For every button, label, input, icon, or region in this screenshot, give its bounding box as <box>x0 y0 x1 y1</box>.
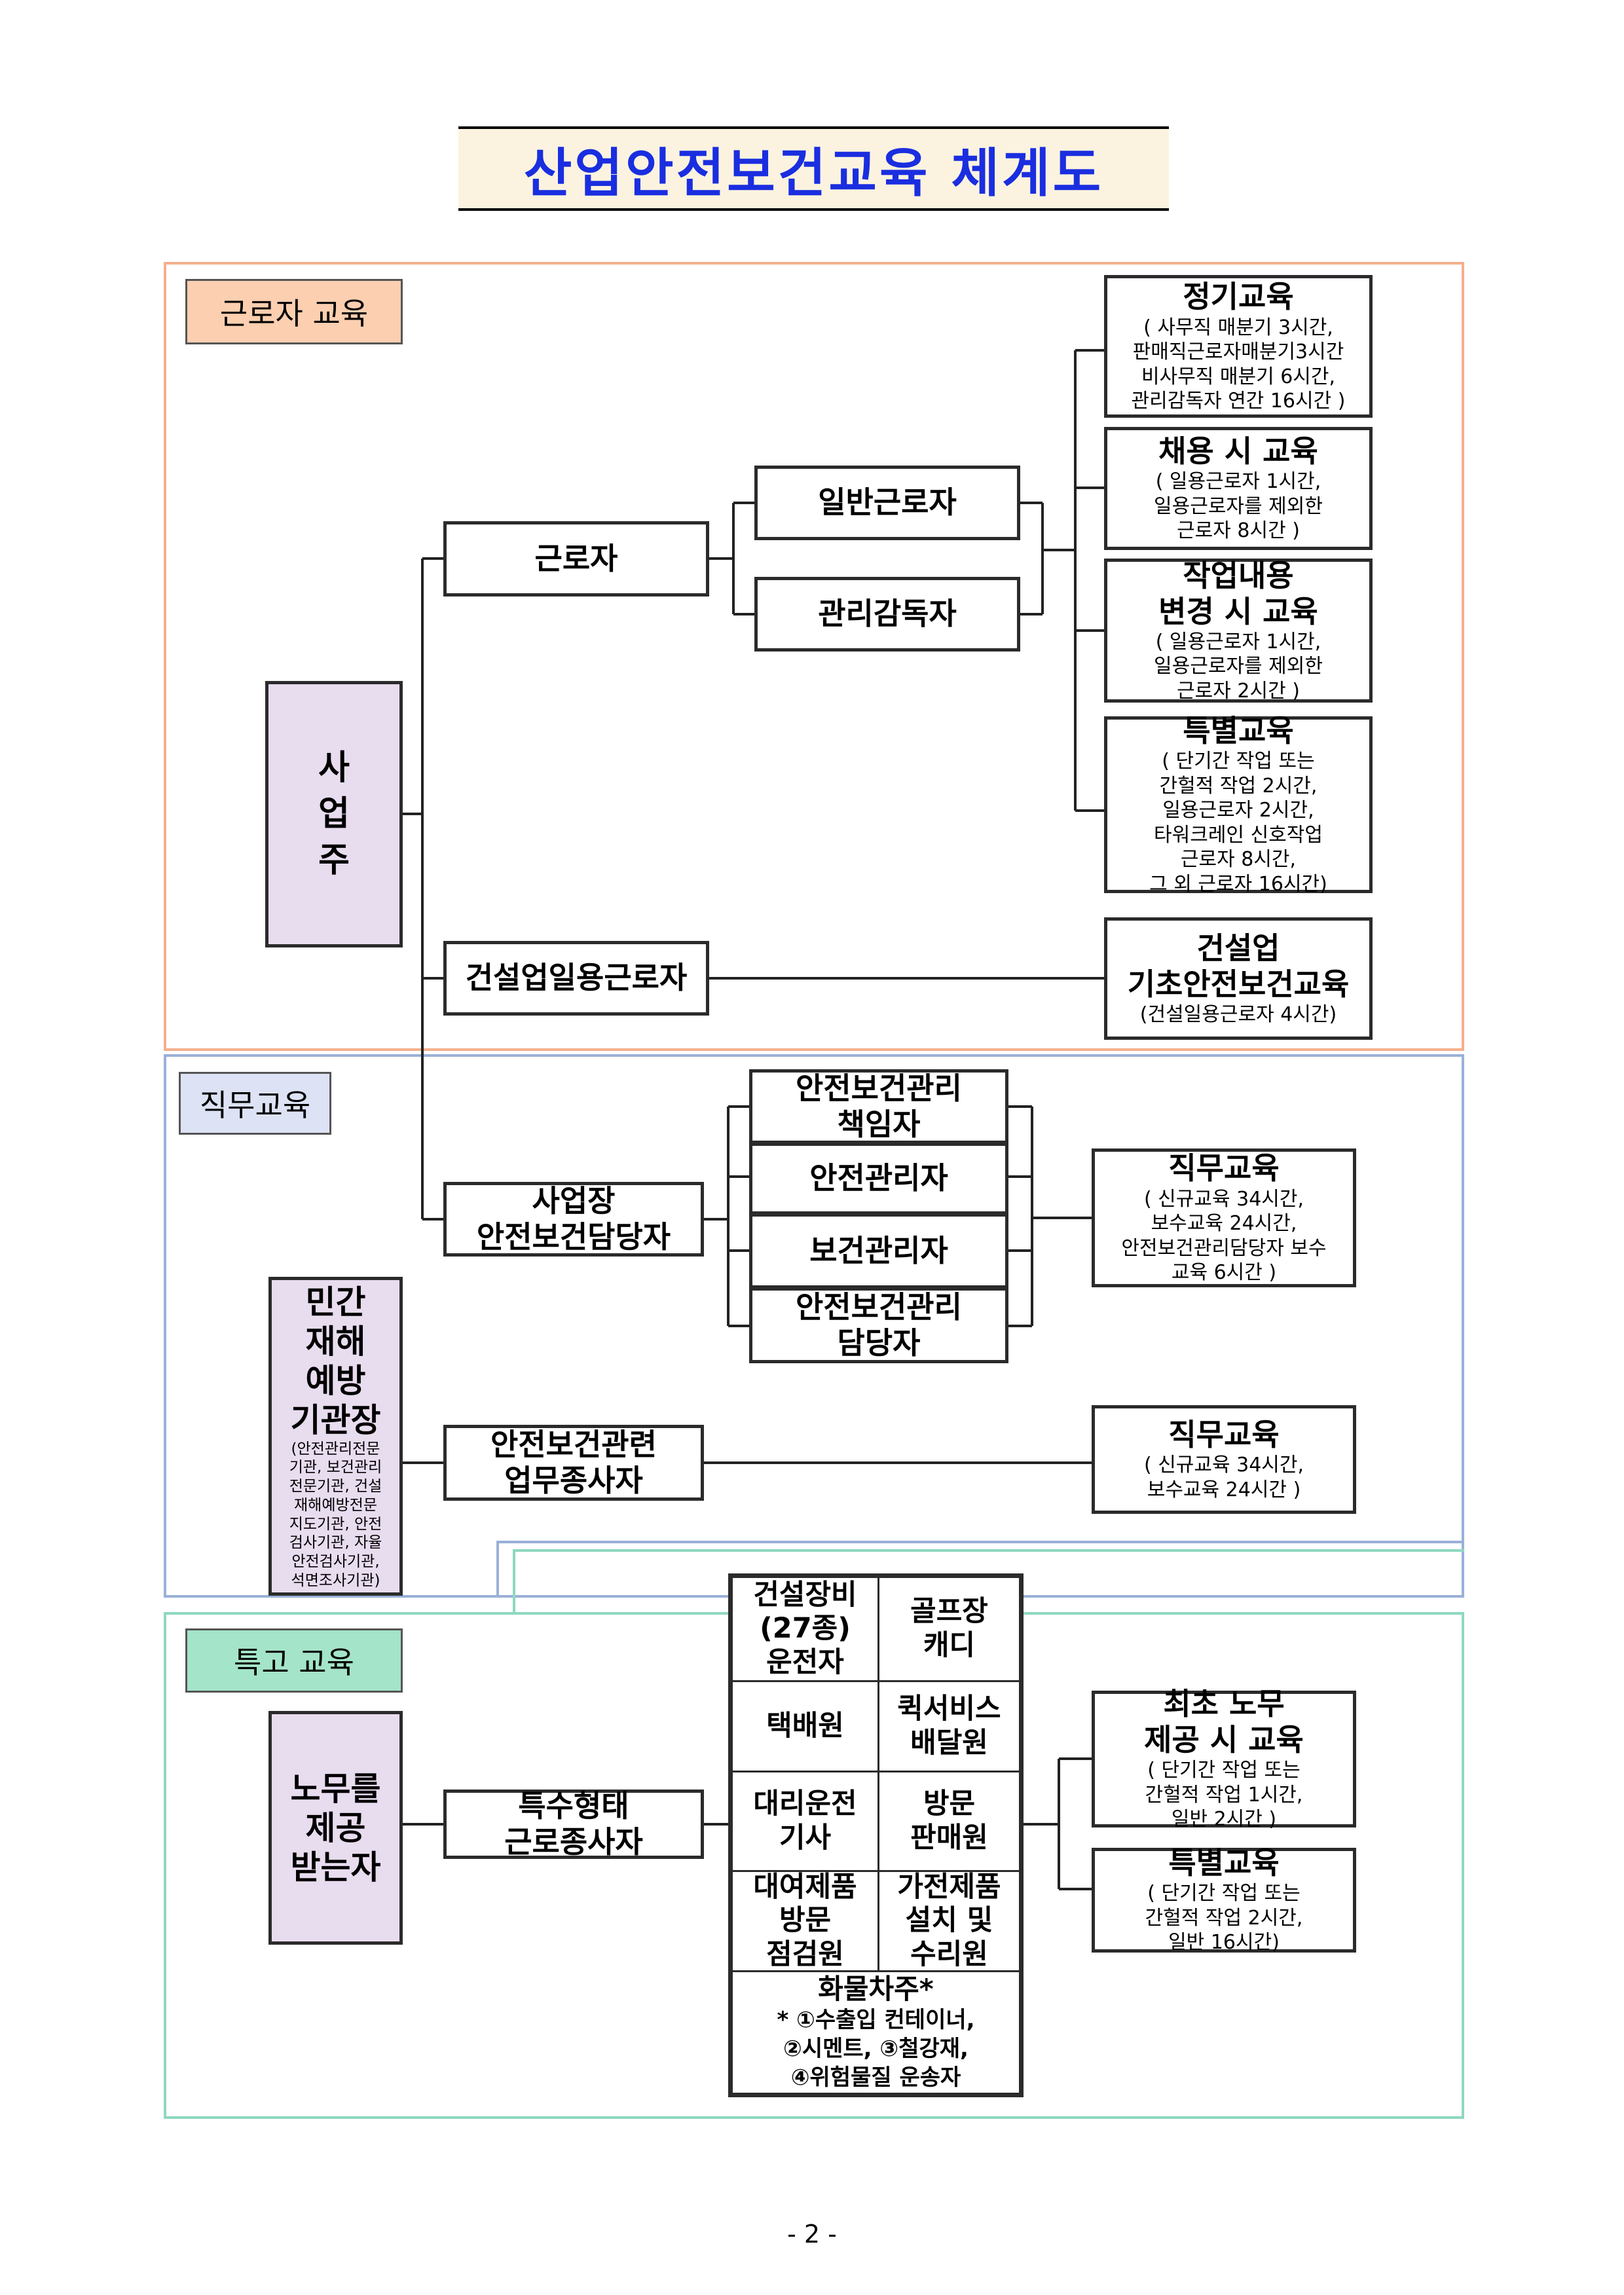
worker-box: 근로자 <box>443 521 709 597</box>
first-labor-education-detail: ( 단기간 작업 또는 간헐적 작업 1시간, 일반 2시간 ) <box>1145 1759 1303 1831</box>
special-education-tag: 특고 교육 <box>185 1628 403 1693</box>
page-number: - 2 - <box>787 2220 837 2249</box>
job-education-detail-2: ( 신규교육 34시간, 보수교육 24시간 ) <box>1143 1454 1304 1501</box>
general-worker-box: 일반근로자 <box>754 466 1020 540</box>
occupation-cell: 방문 판매원 <box>877 1771 1021 1872</box>
worker-label: 근로자 <box>534 540 618 576</box>
construction-education-detail: (건설일용근로자 4시간) <box>1139 1002 1337 1026</box>
freight-owner-cell: 화물차주* * ①수출입 컨테이너, ②시멘트, ③철강재, ④위험물질 운송자 <box>731 1970 1021 2095</box>
special-worker-education-title: 특별교육 <box>1168 1845 1280 1881</box>
regular-education-detail: ( 사무직 매분기 3시간, 판매직근로자매분기3시간 비사무직 매분기 6시간… <box>1131 316 1346 413</box>
occupation-cell: 가전제품 설치 및 수리원 <box>877 1870 1021 1972</box>
regular-education-box: 정기교육 ( 사무직 매분기 3시간, 판매직근로자매분기3시간 비사무직 매분… <box>1104 275 1373 418</box>
first-labor-education-box: 최초 노무 제공 시 교육 ( 단기간 작업 또는 간헐적 작업 1시간, 일반… <box>1092 1686 1356 1831</box>
occupation-grid: 건설장비 (27종) 운전자 골프장 캐디 택배원 퀵서비스 배달원 대리운전 … <box>728 1573 1024 2097</box>
construction-daily-worker-box: 건설업일용근로자 <box>443 941 709 1016</box>
occupation-cell: 퀵서비스 배달원 <box>877 1680 1021 1772</box>
private-agency-box: 민간 재해 예방 기관장 (안전관리전문 기관, 보건관리 전문기관, 건설 재… <box>268 1277 403 1596</box>
private-agency-label: 민간 재해 예방 기관장 <box>290 1283 381 1439</box>
supervisor-label: 관리감독자 <box>818 596 957 632</box>
role-box-4: 안전보건관리 담당자 <box>749 1287 1008 1363</box>
labor-receiver-label: 노무를 제공 받는자 <box>290 1769 381 1886</box>
job-education-tag: 직무교육 <box>179 1072 331 1135</box>
hiring-education-title: 채용 시 교육 <box>1158 433 1318 469</box>
job-education-title-1: 직무교육 <box>1168 1150 1280 1186</box>
private-agency-detail: (안전관리전문 기관, 보건관리 전문기관, 건설 재해예방전문 지도기관, 안… <box>289 1440 382 1589</box>
job-change-education-detail: ( 일용근로자 1시간, 일용근로자를 제외한 근로자 2시간 ) <box>1154 630 1323 703</box>
general-worker-label: 일반근로자 <box>818 485 957 521</box>
role-box-1: 안전보건관리 책임자 <box>749 1069 1008 1144</box>
construction-daily-worker-label: 건설업일용근로자 <box>465 960 688 996</box>
employer-label: 사 업 주 <box>318 748 350 880</box>
special-worker-education-box: 특별교육 ( 단기간 작업 또는 간헐적 작업 2시간, 일반 16시간) <box>1092 1845 1356 1955</box>
special-worker-box: 특수형태 근로종사자 <box>443 1788 704 1860</box>
related-worker-box: 안전보건관련 업무종사자 <box>443 1425 704 1501</box>
worker-education-section <box>164 262 1464 1051</box>
hiring-education-detail: ( 일용근로자 1시간, 일용근로자를 제외한 근로자 8시간 ) <box>1154 470 1323 543</box>
job-change-education-box: 작업내용 변경 시 교육 ( 일용근로자 1시간, 일용근로자를 제외한 근로자… <box>1104 557 1373 703</box>
employer-box: 사 업 주 <box>265 681 403 947</box>
worker-education-tag: 근로자 교육 <box>185 279 403 344</box>
job-change-education-title: 작업내용 변경 시 교육 <box>1158 557 1318 629</box>
special-education-title: 특별교육 <box>1183 712 1294 748</box>
construction-education-title: 건설업 기초안전보건교육 <box>1127 930 1350 1002</box>
special-education-box: 특별교육 ( 단기간 작업 또는 간헐적 작업 2시간, 일용근로자 2시간, … <box>1104 712 1373 896</box>
job-education-box-1: 직무교육 ( 신규교육 34시간, 보수교육 24시간, 안전보건관리담당자 보… <box>1092 1148 1356 1287</box>
special-worker-education-detail: ( 단기간 작업 또는 간헐적 작업 2시간, 일반 16시간) <box>1145 1882 1303 1955</box>
site-safety-manager-label: 사업장 안전보건담당자 <box>476 1183 671 1255</box>
role-box-3: 보건관리자 <box>749 1213 1008 1289</box>
occupation-cell: 대여제품 방문 점검원 <box>731 1870 879 1972</box>
freight-owner-title: 화물차주* <box>818 1972 934 2005</box>
freight-owner-detail: * ①수출입 컨테이너, ②시멘트, ③철강재, ④위험물질 운송자 <box>777 2006 975 2091</box>
role-label-4: 안전보건관리 담당자 <box>796 1289 962 1361</box>
construction-education-box: 건설업 기초안전보건교육 (건설일용근로자 4시간) <box>1104 917 1373 1040</box>
occupation-cell: 택배원 <box>731 1680 879 1772</box>
supervisor-box: 관리감독자 <box>754 577 1020 652</box>
labor-receiver-box: 노무를 제공 받는자 <box>268 1711 403 1945</box>
occupation-cell: 대리운전 기사 <box>731 1771 879 1872</box>
occupation-cell: 골프장 캐디 <box>877 1576 1021 1682</box>
role-label-2: 안전관리자 <box>809 1160 948 1196</box>
role-label-1: 안전보건관리 책임자 <box>796 1070 962 1142</box>
job-education-detail-1: ( 신규교육 34시간, 보수교육 24시간, 안전보건관리담당자 보수 교육 … <box>1121 1187 1327 1285</box>
site-safety-manager-box: 사업장 안전보건담당자 <box>443 1182 704 1257</box>
regular-education-title: 정기교육 <box>1183 279 1294 315</box>
special-worker-label: 특수형태 근로종사자 <box>504 1788 643 1860</box>
hiring-education-box: 채용 시 교육 ( 일용근로자 1시간, 일용근로자를 제외한 근로자 8시간 … <box>1104 427 1373 550</box>
role-label-3: 보건관리자 <box>809 1232 948 1268</box>
first-labor-education-title: 최초 노무 제공 시 교육 <box>1144 1686 1304 1758</box>
role-box-2: 안전관리자 <box>749 1143 1008 1215</box>
job-education-title-2: 직무교육 <box>1168 1416 1280 1452</box>
special-education-detail: ( 단기간 작업 또는 간헐적 작업 2시간, 일용근로자 2시간, 타워크레인… <box>1149 750 1327 896</box>
occupation-cell: 건설장비 (27종) 운전자 <box>731 1576 879 1682</box>
page-title: 산업안전보건교육 체계도 <box>458 126 1169 211</box>
related-worker-label: 안전보건관련 업무종사자 <box>490 1426 657 1498</box>
job-education-box-2: 직무교육 ( 신규교육 34시간, 보수교육 24시간 ) <box>1092 1405 1356 1514</box>
